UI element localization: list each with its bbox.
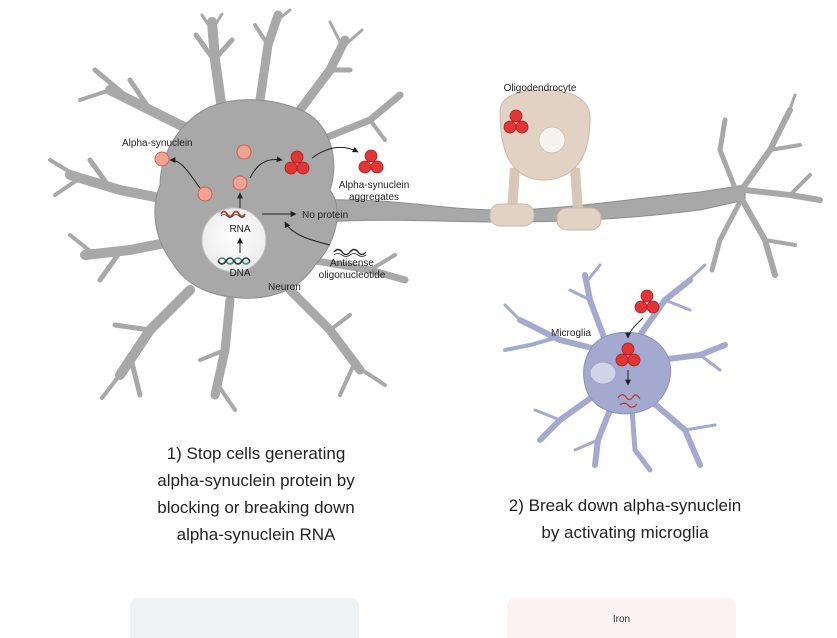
antisense-oligo-icon-strand [333,253,367,257]
myelin-sheath-left [489,203,535,227]
caption-line: alpha-synuclein RNA [176,525,336,544]
microglia-nucleus [589,361,617,385]
rna-strand-icon-shadow [220,214,246,218]
arrow-aggregate-out [311,146,359,159]
label-aggregates-line1: Alpha-synuclein [339,180,410,191]
arrow-antisense [284,221,331,246]
card-label-iron: Iron [612,614,631,625]
alpha-synuclein-monomers [154,144,252,202]
label-aggregates-line2: aggregates [349,192,399,203]
microglia-processes [503,263,728,473]
microglia-aggregate-engulfed [615,342,641,367]
arrow-monomer-out [169,157,201,189]
oligodendrocyte-nucleus [538,126,566,154]
oligodendrocyte [489,89,602,231]
caption-line: by activating microglia [541,523,709,542]
oligodendrocyte-aggregate [503,109,529,134]
label-no-protein: No protein [302,210,348,221]
dna-helix-icon [217,257,251,265]
monomer-outside [154,151,170,167]
myelin-sheath-right [556,207,602,231]
microglia-body [583,331,672,415]
monomer [232,175,248,191]
aggregate-inside [284,150,310,175]
neuron [48,8,823,412]
axon-terminals [709,93,823,278]
caption-stop-generation: 1) Stop cells generating alpha-synuclein… [96,440,416,548]
label-antisense-line2: oligonucleotide [319,270,386,281]
label-dna: DNA [229,268,250,279]
caption-line: blocking or breaking down [157,498,355,517]
caption-line: 1) Stop cells generating [166,444,346,463]
label-neuron: Neuron [268,282,301,293]
microglia-aggregate-incoming [634,289,660,314]
info-card-iron: Iron [507,598,736,638]
arrow-to-aggregate [249,156,283,179]
label-microglia: Microglia [551,328,591,339]
microglia [503,263,728,473]
neuron-nucleus [201,207,267,273]
neuron-dendrites [48,8,409,412]
monomer [236,144,252,160]
info-card-left [130,598,359,638]
label-antisense-line1: Antisense [330,258,374,269]
label-oligodendrocyte: Oligodendrocyte [504,83,577,94]
caption-break-down: 2) Break down alpha-synuclein by activat… [470,492,780,546]
label-rna: RNA [229,224,250,235]
monomer [197,186,213,202]
degraded-protein-icon [617,394,641,408]
aggregate-outside [358,149,384,174]
label-alpha-synuclein: Alpha-synuclein [122,138,193,149]
antisense-oligo-icon [333,248,367,256]
caption-line: 2) Break down alpha-synuclein [508,496,742,515]
arrow-into-microglia [625,317,644,339]
caption-line: alpha-synuclein protein by [157,471,355,490]
rna-strand-icon [220,210,246,218]
neuron-soma [154,99,338,299]
